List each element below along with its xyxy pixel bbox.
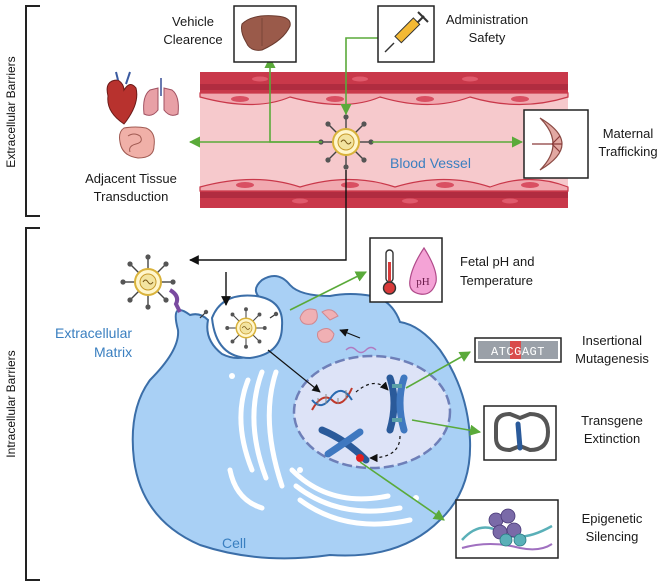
virus-icon — [224, 306, 268, 350]
arrow-from-administration — [340, 37, 378, 116]
arrow-dna-to-chromosome — [355, 381, 389, 393]
arrow-to-epigenetic — [359, 461, 445, 521]
arrow-to-insertional — [405, 351, 471, 389]
extracellular-bracket — [25, 5, 40, 217]
syringe-icon — [384, 11, 429, 53]
intracellular-bracket — [25, 227, 40, 581]
blood-vessel — [199, 72, 569, 208]
arrow-to-capsid — [339, 328, 361, 339]
chromosome-icon — [386, 374, 408, 434]
svg-text:ATCGAGT: ATCGAGT — [491, 345, 545, 359]
dna-helix-icon — [311, 387, 353, 411]
chromosome-icon — [318, 426, 370, 464]
blood-vessel-label: Blood Vessel — [390, 155, 471, 171]
arrow-chromosome-loop — [369, 435, 401, 463]
extracellular-barriers-label: Extracellular Barriers — [4, 56, 18, 167]
thermometer-icon — [382, 249, 397, 295]
organs-icon — [106, 71, 179, 159]
arrow-vessel-to-cell — [189, 170, 347, 265]
golgi-apparatus — [227, 369, 413, 527]
capsid-fragments-icon — [299, 308, 339, 343]
virus-icon — [119, 253, 177, 311]
genome-strand — [345, 346, 377, 354]
cell-label: Cell — [222, 535, 246, 551]
receptor-icon — [168, 288, 182, 313]
ph-label: pH — [416, 276, 430, 288]
arrow-to-nucleus — [267, 349, 321, 393]
nucleus — [292, 354, 452, 470]
syringe-box — [377, 5, 435, 63]
ph-drop-icon: pH — [409, 246, 437, 295]
dna-sequence-icon: ATCGAGT — [478, 341, 558, 359]
arrow-to-transgene — [411, 419, 482, 436]
arrow-to-fetal-conditions — [289, 271, 368, 311]
virus-icon — [317, 113, 375, 171]
placenta-icon — [532, 117, 563, 171]
chromosome-loop-icon — [494, 411, 551, 453]
liver-icon — [241, 15, 291, 51]
nucleosome-icon — [461, 508, 553, 551]
intracellular-barriers-label: Intracellular Barriers — [4, 350, 18, 457]
